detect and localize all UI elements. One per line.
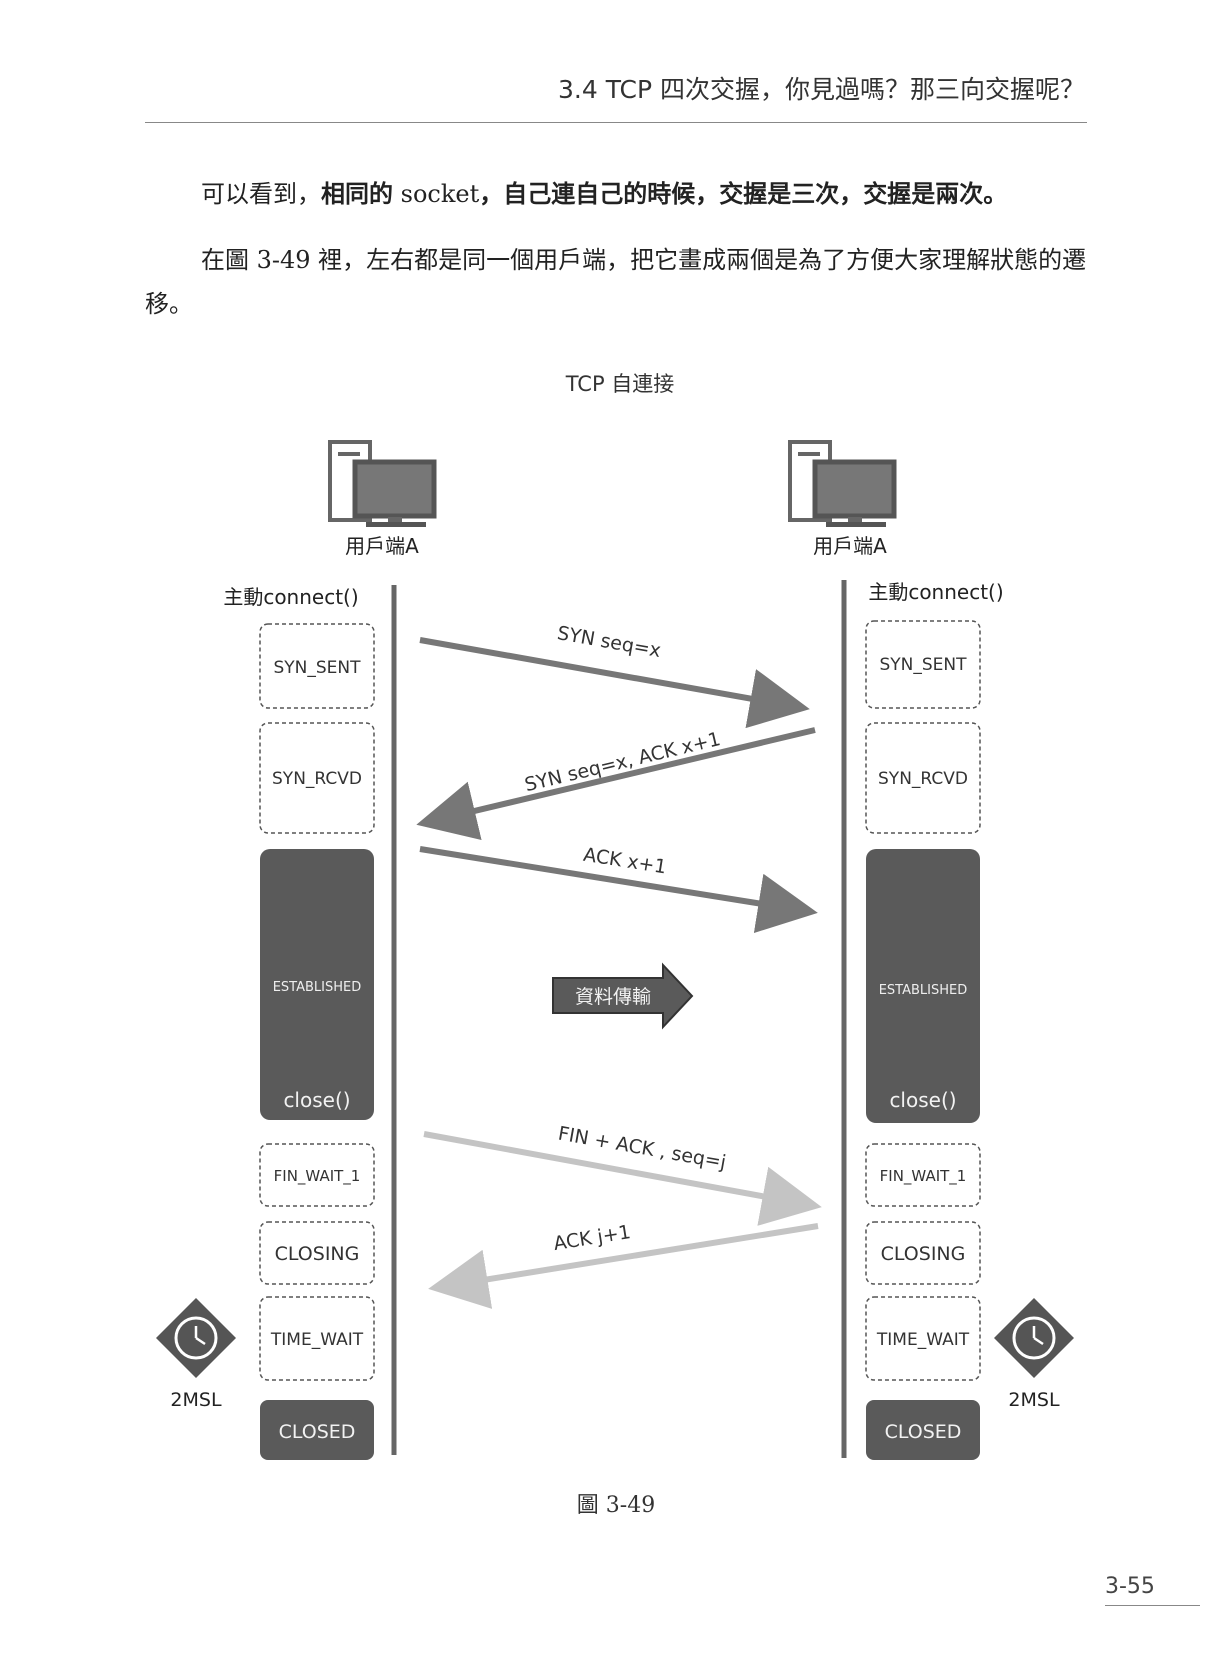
left-connect-label: 主動connect() [223, 585, 358, 609]
left-state-label: TIME_WAIT [270, 1330, 364, 1350]
right-state-label: TIME_WAIT [876, 1330, 970, 1350]
right-state-label: CLOSED [885, 1421, 962, 1443]
syn-arrow [419, 637, 810, 729]
paragraph-1: 可以看到，相同的 socket，自己連自己的時候，交握是三次，交握是兩次。 [145, 172, 1087, 216]
para1-emph-1: 相同的 [321, 180, 393, 208]
right-timer-label: 2MSL [1008, 1389, 1060, 1411]
ack-label: ACK x+1 [582, 844, 668, 879]
figure-title: TCP 自連接 [565, 372, 675, 396]
para1-socket-word: socket [393, 180, 480, 208]
data-transfer-label: 資料傳輸 [575, 986, 651, 1008]
ack-arrow [419, 846, 818, 934]
right-state-fin-wait-1: FIN_WAIT_1 [865, 1143, 981, 1207]
left-state-syn-sent: SYN_SENT [259, 623, 375, 709]
right-state-closing: CLOSING [865, 1221, 981, 1285]
clock-icon [994, 1298, 1074, 1378]
right-connect-label: 主動connect() [868, 580, 1003, 604]
left-state-label: FIN_WAIT_1 [274, 1167, 361, 1186]
tcp-self-connect-diagram: TCP 自連接 用戶端A 用戶端A 主動connect() 主動connect(… [156, 372, 1074, 1460]
right-state-label: ESTABLISHED [879, 983, 968, 998]
header-rule [145, 122, 1087, 123]
left-state-established: ESTABLISHED close() [260, 849, 374, 1120]
footer-rule [1105, 1605, 1200, 1606]
right-state-time-wait: TIME_WAIT [865, 1296, 981, 1381]
left-state-time-wait: TIME_WAIT [259, 1296, 375, 1381]
left-client-label: 用戶端A [345, 534, 419, 558]
data-transfer-arrow: 資料傳輸 [552, 962, 694, 1030]
ack-j-label: ACK j+1 [552, 1221, 632, 1255]
fin-ack-arrow [423, 1131, 822, 1226]
left-state-label: CLOSED [279, 1421, 356, 1443]
computer-icon [328, 440, 437, 527]
figure-caption: 圖 3-49 [576, 1493, 656, 1518]
left-state-closing: CLOSING [259, 1221, 375, 1285]
paragraph-2: 在圖 3-49 裡，左右都是同一個用戶端，把它畫成兩個是為了方便大家理解狀態的遷… [145, 246, 1087, 318]
right-state-label: FIN_WAIT_1 [880, 1167, 967, 1186]
para1-lead: 可以看到， [201, 180, 321, 208]
right-client-label: 用戶端A [813, 534, 887, 558]
syn-ack-arrow [416, 727, 816, 841]
right-state-label: CLOSING [881, 1243, 966, 1265]
ack-j-arrow [428, 1223, 819, 1309]
left-state-label: SYN_RCVD [272, 769, 362, 789]
left-timer-label: 2MSL [170, 1389, 222, 1411]
right-state-syn-rcvd: SYN_RCVD [865, 722, 981, 834]
right-state-label: SYN_RCVD [878, 769, 968, 789]
left-state-label: CLOSING [275, 1243, 360, 1265]
left-state-syn-rcvd: SYN_RCVD [259, 722, 375, 834]
left-state-closed: CLOSED [260, 1400, 374, 1460]
syn-label: SYN seq=x [556, 622, 663, 662]
clock-icon [156, 1298, 236, 1378]
left-state-fin-wait-1: FIN_WAIT_1 [259, 1143, 375, 1207]
running-header: 3.4 TCP 四次交握，你見過嗎？那三向交握呢？ [558, 75, 1085, 104]
page-number: 3-55 [1105, 1574, 1155, 1599]
left-close-label: close() [283, 1088, 350, 1112]
computer-icon [788, 440, 897, 527]
right-state-established: ESTABLISHED close() [866, 849, 980, 1123]
right-state-syn-sent: SYN_SENT [865, 620, 981, 709]
right-state-label: SYN_SENT [879, 655, 967, 675]
left-state-label: SYN_SENT [273, 658, 361, 678]
para1-emph-2: ，自己連自己的時候，交握是三次，交握是兩次。 [479, 180, 1008, 208]
left-state-label: ESTABLISHED [273, 980, 362, 995]
right-close-label: close() [889, 1088, 956, 1112]
right-state-closed: CLOSED [866, 1400, 980, 1460]
